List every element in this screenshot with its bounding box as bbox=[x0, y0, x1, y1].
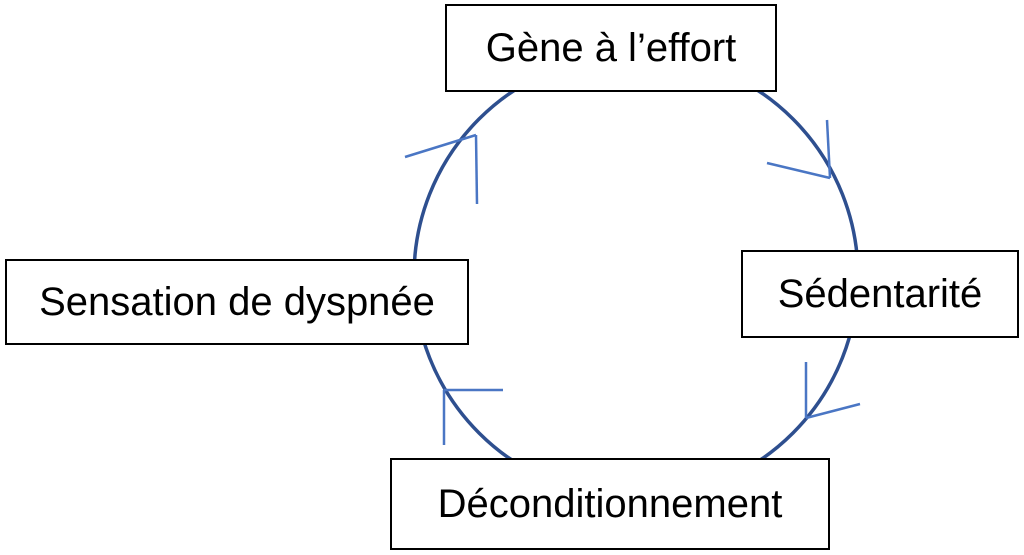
node-label: Sensation de dyspnée bbox=[39, 279, 435, 324]
arrow-top-left bbox=[404, 133, 479, 205]
arrow-bottom-left bbox=[442, 388, 503, 445]
node-deconditionnement: Déconditionnement bbox=[390, 458, 830, 550]
arrow-bottom-right bbox=[804, 362, 861, 420]
node-gene-a-l-effort: Gène à l’effort bbox=[445, 4, 777, 92]
node-label: Déconditionnement bbox=[437, 481, 783, 526]
node-label: Sédentarité bbox=[777, 271, 983, 316]
node-sedentarite: Sédentarité bbox=[741, 250, 1019, 338]
node-sensation-de-dyspnee: Sensation de dyspnée bbox=[5, 259, 469, 345]
arrow-top-right bbox=[766, 119, 832, 180]
node-label: Gène à l’effort bbox=[485, 25, 737, 70]
